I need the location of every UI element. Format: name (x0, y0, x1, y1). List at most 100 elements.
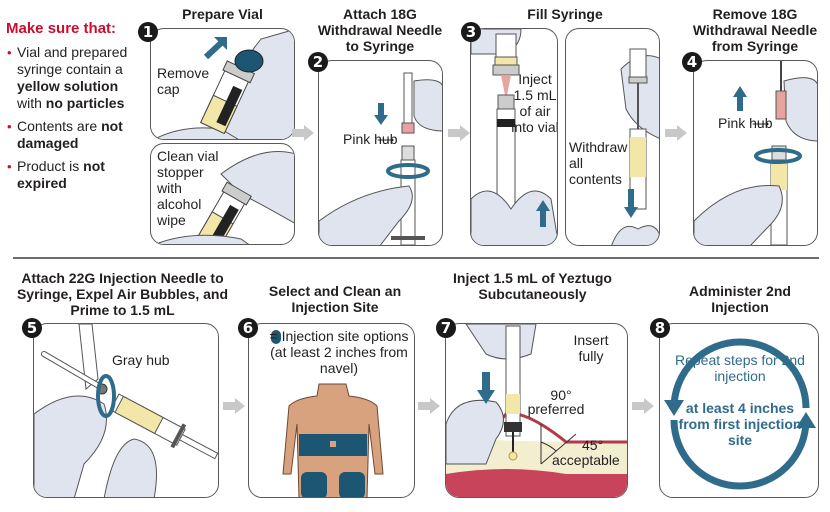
pointer-arrow-icon: ⟶ (752, 117, 770, 131)
attach-needle-illustration (319, 72, 442, 245)
item-text: with (17, 95, 46, 111)
pink-hub-icon (401, 122, 415, 134)
twist-arrow-icon (386, 163, 430, 179)
bullet-icon: • (7, 159, 12, 174)
inject-air-illustration (471, 29, 557, 245)
remove-needle-illustration (694, 61, 817, 245)
glove-icon (783, 77, 817, 142)
step-3-withdraw-panel: Withdraw all contents (565, 28, 660, 246)
glove-icon (103, 438, 157, 497)
glove-icon (413, 79, 442, 132)
cycle-arrow-icon (670, 338, 810, 409)
repeat-steps-label: Repeat steps for 2nd injection (675, 352, 805, 384)
inject-illustration (446, 324, 627, 497)
step-4-title: Remove 18G Withdrawal Needle from Syring… (692, 6, 818, 54)
step-6-title: Select and Clean an Injection Site (268, 283, 402, 315)
pink-hub-label: Pink hub (343, 131, 398, 147)
inject-air-label: Inject 1.5 mL of air into vial (511, 71, 558, 135)
vial-cap-icon (234, 49, 264, 73)
vial-icon (629, 48, 647, 78)
step-7-badge: 7 (436, 318, 456, 338)
step-4-badge: 4 (682, 52, 702, 72)
glove-icon (465, 324, 537, 360)
bullet-icon: • (7, 45, 12, 60)
flow-arrow-icon (665, 125, 687, 146)
needle-shield-icon (78, 324, 99, 390)
item-text: Product is (17, 158, 84, 174)
emphasis-text: no particles (45, 95, 125, 111)
withdraw-label: Withdraw all contents (569, 139, 628, 187)
twist-arrow-icon (96, 374, 116, 418)
step-2-title: Attach 18G Withdrawal Needle to Syringe (317, 6, 443, 54)
step-4-panel: Pink hub ⟶ (693, 60, 818, 246)
remove-cap-label: Remove cap (157, 65, 210, 97)
step-8-title: Administer 2nd Injection (689, 283, 791, 315)
angle-icon (540, 441, 557, 452)
flow-arrow-icon (292, 125, 314, 146)
left-thigh-site-icon (301, 472, 327, 497)
checklist-items: •Vial and prepared syringe contain a yel… (6, 44, 141, 198)
checklist-item: • Contents are not damaged (6, 118, 141, 152)
clean-stopper-illustration (154, 151, 294, 244)
insert-fully-label: Insert fully (573, 332, 609, 364)
step-3-inject-air-panel: Inject 1.5 mL of air into vial (470, 28, 558, 246)
arrow-up-right-icon (203, 40, 224, 60)
withdraw-illustration (611, 48, 659, 245)
pink-hub-icon (775, 90, 787, 120)
angle-90-preferred-label: preferred (527, 401, 585, 417)
checklist-item: • Product is not expired (6, 158, 141, 192)
emphasis-text: not expired (17, 158, 105, 191)
site-legend-swatch (271, 330, 281, 344)
glove-icon (34, 395, 107, 497)
cycle-arrow-icon (670, 419, 810, 490)
checklist-item: •Vial and prepared syringe contain a yel… (6, 44, 141, 112)
step-8-badge: 8 (650, 318, 670, 338)
row-divider (13, 257, 819, 259)
step-1-title: Prepare Vial (182, 6, 263, 22)
item-text: Contents are (17, 118, 102, 134)
glove-icon (446, 399, 504, 465)
step-2-badge: 2 (308, 52, 328, 72)
step-5-title: Attach 22G Injection Needle to Syringe, … (16, 270, 229, 318)
flow-arrow-icon (223, 398, 245, 419)
step-3-title: Fill Syringe (527, 6, 603, 22)
glove-icon (694, 184, 783, 245)
step-1-clean-stopper-panel: Clean vial stopper with alcohol wipe (150, 143, 295, 245)
distance-requirement-label: at least 4 inches from first injection s… (678, 400, 802, 448)
item-text: Vial and prepared syringe contain a (17, 44, 128, 77)
glove-icon (471, 190, 557, 245)
right-thigh-site-icon (339, 472, 365, 497)
angle-45-acceptable-label: acceptable (552, 452, 620, 468)
angle-45-label: 45° (582, 437, 604, 453)
step-1-badge: 1 (138, 22, 158, 42)
gray-hub-label: Gray hub (112, 352, 170, 368)
vial-icon (200, 60, 256, 135)
step-7-title: Inject 1.5 mL of Yeztugo Subcutaneously (453, 270, 612, 302)
checklist-title: Make sure that: (6, 20, 117, 37)
twist-arrow-icon (754, 148, 802, 164)
step-6-badge: 6 (238, 318, 258, 338)
bullet-icon: • (7, 119, 12, 134)
site-legend-label: = Injection site options (at least 2 inc… (269, 328, 409, 376)
step-2-panel: Pink hub ⟶ (318, 60, 443, 246)
step-5-badge: 5 (22, 318, 42, 338)
clean-stopper-label: Clean vial stopper with alcohol wipe (157, 148, 219, 228)
flow-arrow-icon (418, 398, 440, 419)
angle-90-label: 90° (550, 387, 572, 403)
injection-site-body-illustration (282, 383, 384, 497)
step-5-panel: Gray hub (33, 323, 219, 498)
flow-arrow-icon (632, 398, 654, 419)
syringe-icon (109, 393, 218, 460)
repeat-cycle-illustration (664, 338, 816, 490)
muscle-layer (446, 469, 627, 497)
step-7-panel: Insert fully 90° preferred 45° acceptabl… (445, 323, 628, 498)
emphasis-text: not damaged (17, 118, 123, 151)
prime-syringe-illustration (34, 324, 218, 497)
syringe-icon (505, 325, 521, 437)
step-1-remove-cap-panel: Remove cap (150, 28, 295, 140)
step-6-panel: = Injection site options (at least 2 inc… (248, 323, 415, 498)
glove-icon (319, 185, 413, 245)
pointer-arrow-icon: ⟶ (377, 133, 395, 147)
navel-icon (330, 441, 336, 447)
flow-arrow-icon (448, 125, 470, 146)
